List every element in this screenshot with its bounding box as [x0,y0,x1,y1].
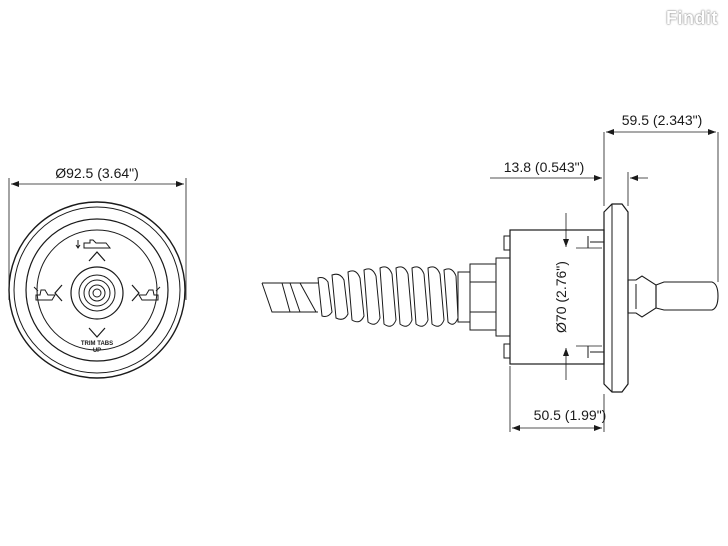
depth-dimension: 50.5 (1.99") [509,366,607,432]
hose-corrugations [317,266,459,327]
front-diameter-label: Ø92.5 (3.64") [55,165,139,181]
body-diameter-dimension: Ø70 (2.76") [553,213,602,380]
flange-thickness-label: 13.8 (0.543") [504,159,584,175]
boat-pictograms [33,239,161,301]
direction-chevrons [54,251,140,338]
side-view: 59.5 (2.343") 13.8 (0.543") Ø70 (2.76") … [261,112,719,432]
front-bezel [8,201,186,379]
switch-flange [603,203,629,393]
boat-bow-up-icon [75,239,112,249]
chevron-down-icon [88,327,106,338]
chevron-right-icon [131,284,140,302]
overall-length-dimension: 59.5 (2.343") [603,112,719,282]
boat-right-icon [138,286,161,301]
chevron-left-icon [54,284,63,302]
body-diameter-label: Ø70 (2.76") [553,261,569,333]
boat-left-icon [33,286,56,301]
front-view: Ø92.5 (3.64") [8,165,187,379]
flange-thickness-dimension: 13.8 (0.543") [490,159,648,206]
switch-label-line1: TRIM TABS [81,341,113,347]
toggle-lever [627,275,719,318]
overall-length-label: 59.5 (2.343") [622,112,702,128]
front-diameter-dimension: Ø92.5 (3.64") [8,165,187,300]
switch-label-line2: UP [93,348,101,354]
chevron-up-icon [88,251,106,262]
depth-label: 50.5 (1.99") [534,407,607,423]
cable-hose [261,266,459,327]
front-knob [70,266,124,320]
findit-watermark: Findit [666,8,718,28]
cable-fitting [457,257,511,337]
